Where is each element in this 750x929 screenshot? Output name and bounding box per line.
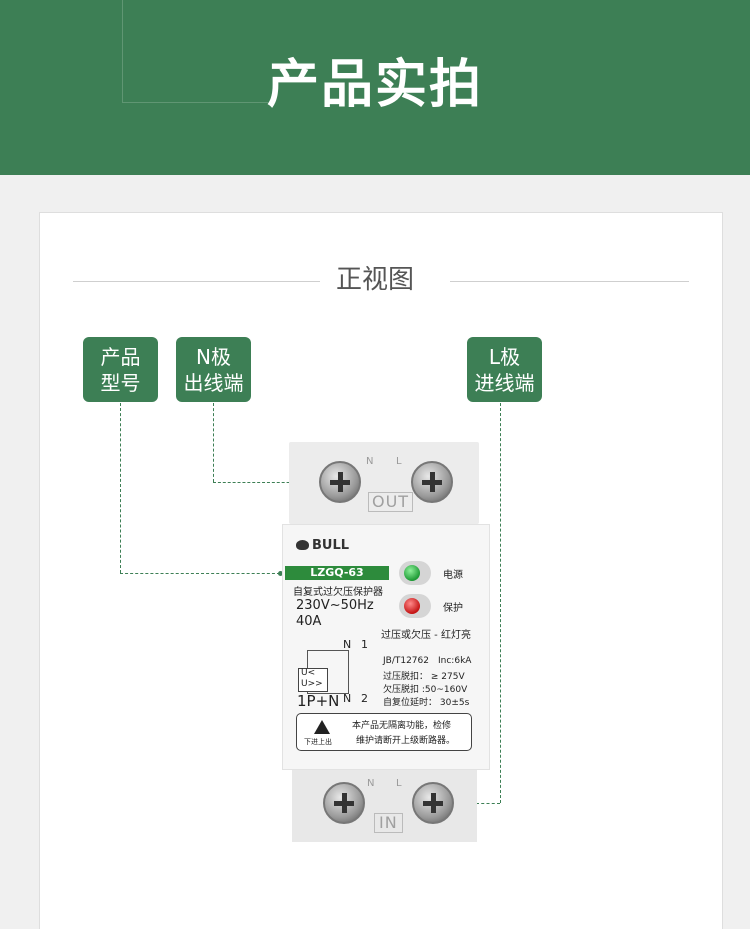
header-decoration <box>122 0 268 103</box>
spec-inc: Inc:6kA <box>438 656 472 666</box>
leader-line-n <box>213 482 319 483</box>
leader-line-l <box>455 803 500 804</box>
leader-dot <box>278 571 283 576</box>
tag-line: 进线端 <box>474 370 535 395</box>
leader-line-l <box>500 403 501 803</box>
terminal-label: 2 <box>361 692 368 705</box>
poles-label: 1P+N <box>297 692 340 710</box>
warning-text: 维护请断开上级断路器。 <box>356 736 456 746</box>
terminal-label: N <box>343 692 352 705</box>
spec-standard: JB/T12762 <box>383 656 429 666</box>
tag-line: 产品 <box>100 344 141 369</box>
tag-line: N极 <box>196 344 231 369</box>
warning-text: 本产品无隔离功能，检修 <box>352 721 452 731</box>
screw-icon <box>411 461 453 503</box>
terminal-label: L <box>396 778 402 789</box>
protect-led-label: 保护 <box>443 603 463 614</box>
wiring-direction: 下进上出 <box>304 738 332 746</box>
terminal-label: N <box>343 638 352 651</box>
section-title: 正视图 <box>335 265 414 295</box>
out-label: OUT <box>368 492 414 512</box>
in-label: IN <box>374 813 403 833</box>
u-under-label: U< <box>301 668 316 678</box>
screw-icon <box>323 782 365 824</box>
power-led-label: 电源 <box>443 570 463 581</box>
tag-n-outlet: N极 出线端 <box>176 337 251 402</box>
screw-icon <box>412 782 454 824</box>
terminal-label: N <box>367 778 375 789</box>
terminal-label: 1 <box>361 638 368 651</box>
section-divider-right <box>450 281 689 282</box>
product-name: 自复式过欠压保护器 <box>293 587 383 598</box>
tag-line: 出线端 <box>183 370 244 395</box>
tag-line: 型号 <box>100 370 141 395</box>
indicator-note: 过压或欠压 - 红灯亮 <box>381 630 471 641</box>
screw-icon <box>319 461 361 503</box>
leader-line-model <box>120 573 280 574</box>
spec-undervoltage: 欠压脱扣 :50~160V <box>383 685 468 695</box>
model-number: LZGQ-63 <box>285 566 389 580</box>
bull-logo-icon <box>296 540 309 550</box>
spec-reset-delay: 自复位延时： 30±5s <box>383 698 470 708</box>
tag-l-inlet: L极 进线端 <box>467 337 542 402</box>
warning-icon <box>314 720 330 734</box>
page-title: 产品实拍 <box>266 55 483 115</box>
header-banner: 产品实拍 <box>0 0 750 175</box>
rating-current: 40A <box>296 614 322 629</box>
leader-line-model <box>120 403 121 573</box>
spec-overvoltage: 过压脱扣： ≥ 275V <box>383 672 465 682</box>
u-over-label: U>> <box>301 679 323 689</box>
relay-box <box>298 668 328 692</box>
tag-product-model: 产品 型号 <box>83 337 158 402</box>
tag-line: L极 <box>488 344 521 369</box>
leader-line-n <box>213 403 214 482</box>
section-divider-left <box>73 281 320 282</box>
rating-voltage: 230V~50Hz <box>296 598 374 613</box>
power-led-icon <box>404 565 420 581</box>
brand-name: BULL <box>312 538 350 553</box>
terminal-label: N <box>366 456 374 467</box>
protect-led-icon <box>404 598 420 614</box>
terminal-label: L <box>396 456 402 467</box>
